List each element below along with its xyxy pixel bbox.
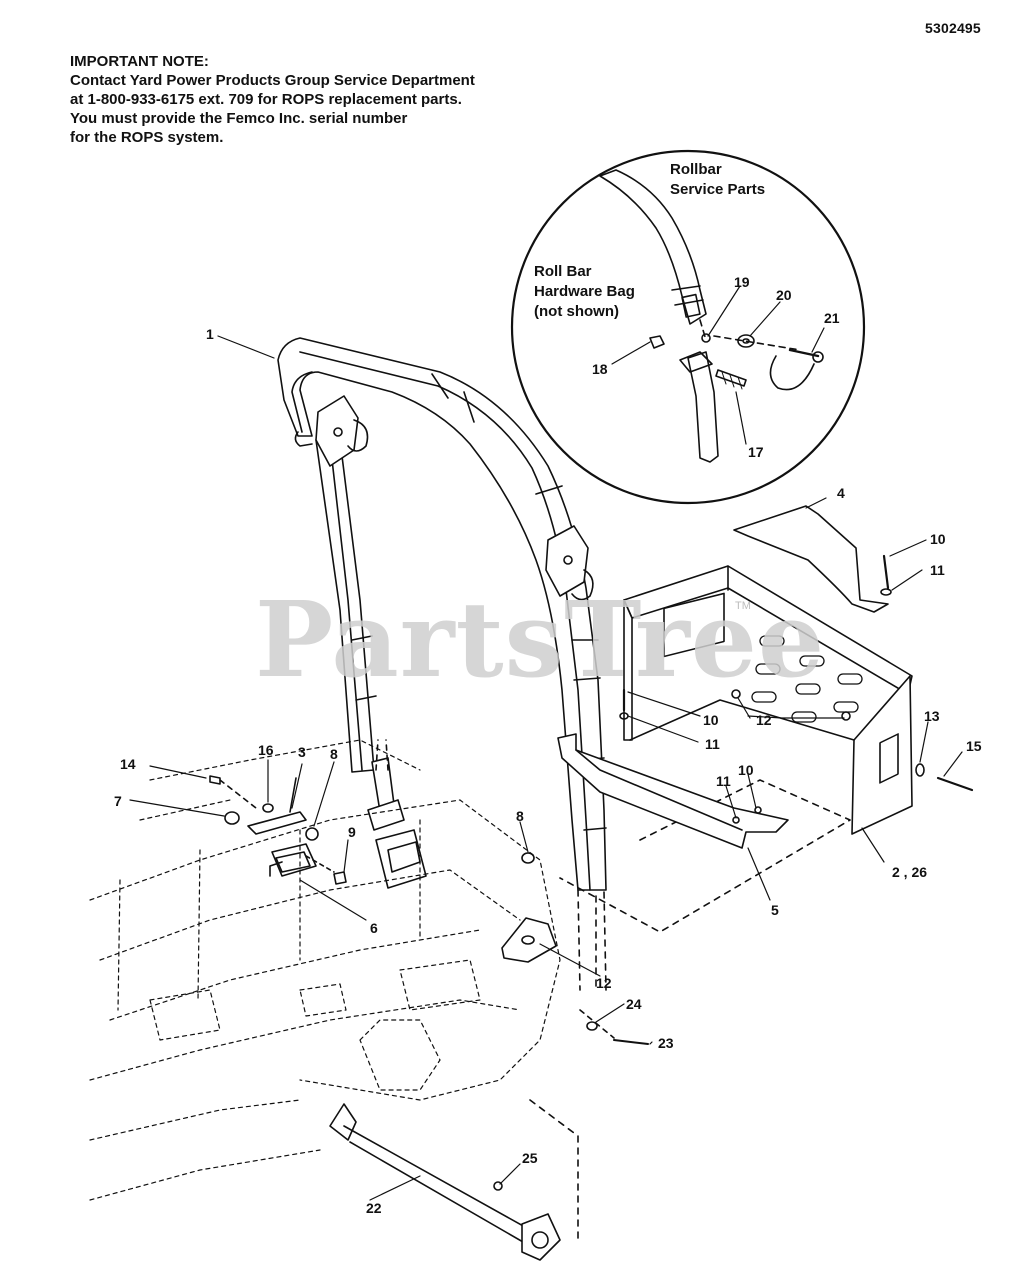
note-line: at 1-800-933-6175 ext. 709 for ROPS repl… <box>70 91 462 108</box>
callout-9: 9 <box>348 824 356 840</box>
callout-12: 12 <box>596 975 612 991</box>
callout-11: 11 <box>930 562 945 578</box>
callout-10: 10 <box>703 712 719 728</box>
callout-11: 11 <box>716 773 731 789</box>
callout-4: 4 <box>837 485 845 501</box>
callout-23: 23 <box>658 1035 674 1051</box>
tractor-frame-outline <box>89 739 561 1201</box>
callout-11: 11 <box>705 736 720 752</box>
hardware-bag-label: Roll Bar Hardware Bag (not shown) <box>534 263 635 320</box>
note-heading: IMPORTANT NOTE: <box>70 53 209 70</box>
callout-2-26: 2 , 26 <box>892 864 928 880</box>
callout-24: 24 <box>626 996 642 1012</box>
rops-rollbar <box>277 337 607 991</box>
callout-8: 8 <box>516 808 524 824</box>
callout-16: 16 <box>258 742 274 758</box>
callout-5: 5 <box>771 902 779 918</box>
trademark-mark: TM <box>735 600 751 612</box>
leader-lines <box>129 285 963 1201</box>
callout-25: 25 <box>522 1150 538 1166</box>
document-number: 5302495 <box>925 20 981 36</box>
callout-1: 1 <box>206 326 214 342</box>
callout-13: 13 <box>924 708 940 724</box>
seatbelt-buckle-assembly <box>209 775 347 885</box>
inset-title: Rollbar Service Parts <box>670 161 766 198</box>
callout-8: 8 <box>330 746 338 762</box>
fender-pan-assembly <box>521 505 974 933</box>
rollbar-service-inset <box>510 149 866 505</box>
callout-7: 7 <box>114 793 122 809</box>
lower-mount-hardware <box>329 917 649 1261</box>
callout-12: 12 <box>756 712 772 728</box>
callout-19: 19 <box>734 274 750 290</box>
note-line: Contact Yard Power Products Group Servic… <box>70 72 475 89</box>
callout-21: 21 <box>824 310 840 326</box>
callout-15: 15 <box>966 738 982 754</box>
callout-6: 6 <box>370 920 378 936</box>
callout-17: 17 <box>748 444 764 460</box>
note-line: for the ROPS system. <box>70 129 224 146</box>
callout-22: 22 <box>366 1200 382 1216</box>
callout-18: 18 <box>592 361 608 377</box>
callout-3: 3 <box>298 744 306 760</box>
important-note: IMPORTANT NOTE: Contact Yard Power Produ… <box>70 52 475 147</box>
callout-10: 10 <box>738 762 754 778</box>
callout-14: 14 <box>120 756 136 772</box>
callout-10: 10 <box>930 531 946 547</box>
callout-20: 20 <box>776 287 792 303</box>
note-line: You must provide the Femco Inc. serial n… <box>70 110 408 127</box>
